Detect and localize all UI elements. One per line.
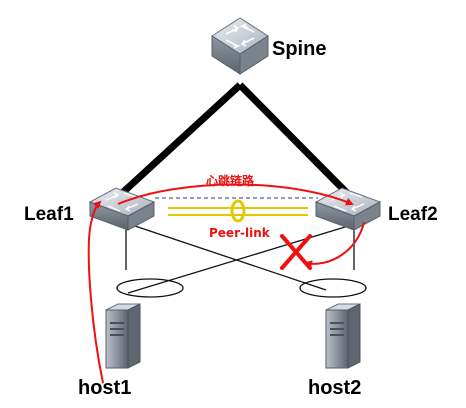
uplink-spine-leaf2	[237, 82, 351, 197]
server-icon	[325, 303, 361, 369]
heartbeat-link-label: 心跳链路	[206, 173, 255, 188]
host1-server[interactable]	[105, 303, 141, 369]
arrow-heartbeat-leaf1-to-leaf2	[117, 183, 354, 206]
spine-label: Spine	[272, 38, 326, 60]
switch-icon	[314, 187, 382, 231]
traffic-path-arrows	[87, 183, 365, 384]
link-leaf1-host2-cross	[131, 224, 327, 291]
arrow-leaf2-down	[304, 221, 365, 269]
peer-link-bundle-icon	[230, 199, 246, 223]
host2-label: host2	[308, 377, 361, 399]
leaf1-label: Leaf1	[24, 204, 74, 225]
lag-loop-host1	[116, 278, 184, 298]
spine-switch[interactable]	[211, 17, 269, 75]
peer-link-label: Peer-link	[209, 226, 271, 240]
host1-label: host1	[78, 377, 131, 399]
switch-icon	[211, 17, 269, 75]
leaf2-label: Leaf2	[388, 204, 438, 225]
cross-mark-icon	[280, 234, 312, 270]
lag-loop-host2	[299, 278, 367, 298]
leaf2-switch[interactable]	[314, 187, 382, 231]
server-icon	[105, 303, 141, 369]
host2-server[interactable]	[325, 303, 361, 369]
arrow-host1-to-leaf1	[87, 200, 104, 384]
peer-link	[168, 199, 308, 223]
uplink-spine-leaf1	[117, 82, 243, 198]
